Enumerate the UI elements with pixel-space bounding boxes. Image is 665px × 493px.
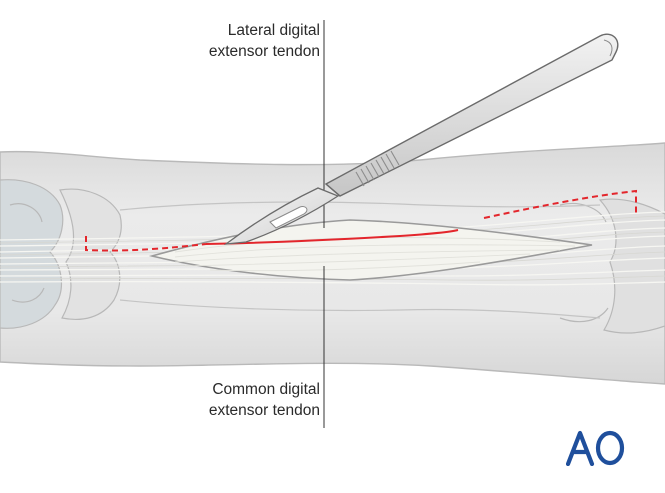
incision-fibers — [174, 237, 576, 272]
incision-line-solid — [205, 229, 459, 245]
label-common-digital-extensor-tendon: Common digital extensor tendon — [209, 379, 320, 421]
label-lateral-digital-extensor-tendon: Lateral digital extensor tendon — [209, 20, 320, 62]
ao-logo — [566, 430, 625, 466]
incision-line-dashed-left — [85, 236, 207, 252]
label-lateral-line1: Lateral digital — [227, 22, 320, 39]
label-lateral-line2: extensor tendon — [208, 43, 320, 60]
joint-left — [0, 179, 122, 329]
scalpel-icon — [223, 33, 619, 245]
incision-line-dashed-right — [483, 189, 637, 219]
bone-shaft — [119, 201, 601, 319]
label-common-line1: Common digital — [212, 381, 320, 398]
label-common-line2: extensor tendon — [208, 402, 320, 419]
